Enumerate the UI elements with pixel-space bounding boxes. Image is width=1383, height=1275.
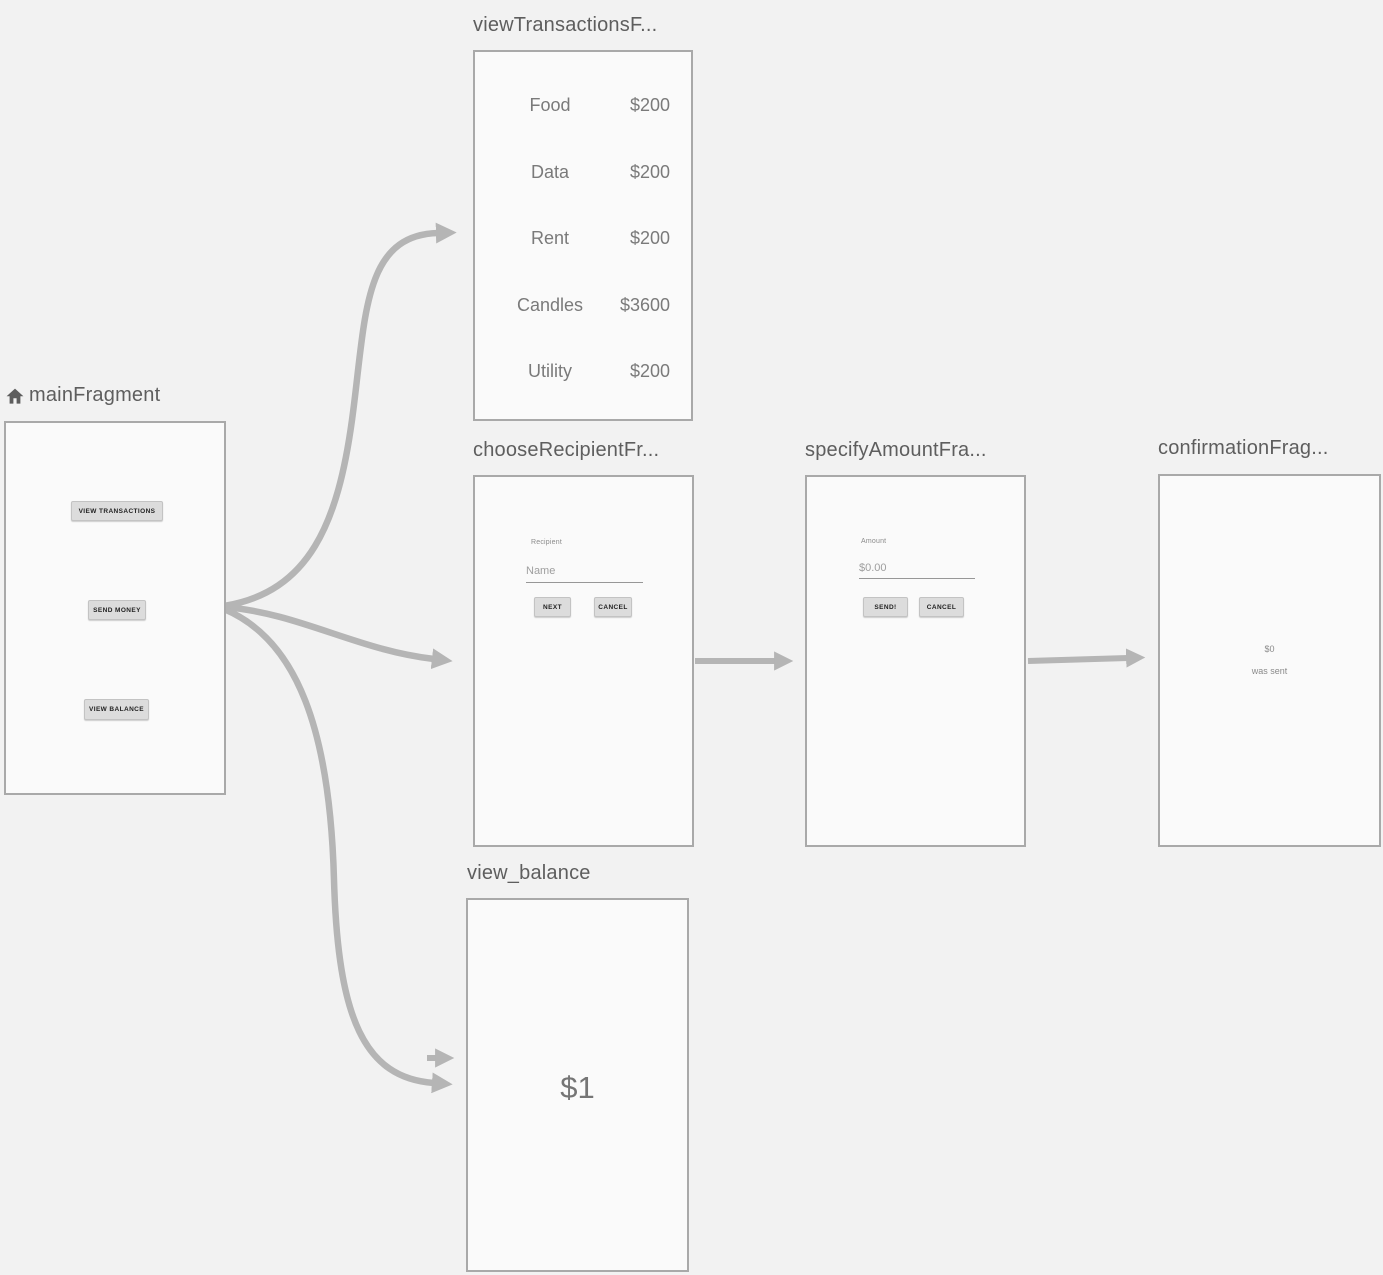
fragment-title-choose-recipient: chooseRecipientFr... xyxy=(473,439,659,462)
balance-value: $1 xyxy=(560,1070,595,1105)
transaction-row: Rent $200 xyxy=(475,228,691,250)
fragment-title-label: confirmationFrag... xyxy=(1158,437,1329,459)
transaction-label: Rent xyxy=(530,228,570,248)
send-button[interactable]: SEND! xyxy=(863,597,908,617)
recipient-name-input[interactable]: Name xyxy=(526,565,643,583)
fragment-card-main[interactable]: VIEW TRANSACTIONS SEND MONEY VIEW BALANC… xyxy=(4,421,226,795)
fragment-title-confirmation: confirmationFrag... xyxy=(1158,437,1329,460)
view-balance-button[interactable]: VIEW BALANCE xyxy=(84,699,149,720)
transaction-label: Utility xyxy=(528,361,572,381)
cancel-button[interactable]: CANCEL xyxy=(594,597,632,617)
fragment-card-choose-recipient[interactable]: Recipient Name NEXT CANCEL xyxy=(473,475,694,847)
transaction-amount: $200 xyxy=(629,162,670,182)
transaction-label: Food xyxy=(529,95,571,115)
confirmation-message: was sent xyxy=(1251,666,1288,676)
fragment-card-confirmation[interactable]: $0 was sent xyxy=(1158,474,1381,847)
fragment-card-specify-amount[interactable]: Amount $0.00 SEND! CANCEL xyxy=(805,475,1026,847)
amount-field-label: Amount xyxy=(861,538,887,545)
confirmation-amount: $0 xyxy=(1264,644,1275,654)
fragment-title-label: chooseRecipientFr... xyxy=(473,439,660,461)
action-main-to-view-balance[interactable] xyxy=(222,606,453,1094)
transaction-row: Utility $200 xyxy=(475,361,691,383)
fragment-title-view-balance: view_balance xyxy=(467,862,591,885)
transaction-amount: $200 xyxy=(629,361,670,381)
fragment-title-label: view_balance xyxy=(467,862,591,884)
action-main-to-choose-recipient[interactable] xyxy=(223,603,453,670)
recipient-field-label: Recipient xyxy=(531,539,562,546)
action-main-to-view-transactions[interactable] xyxy=(223,222,457,610)
fragment-card-view-balance[interactable]: $1 xyxy=(466,898,689,1272)
view-transactions-button[interactable]: VIEW TRANSACTIONS xyxy=(71,501,163,521)
transaction-label: Candles xyxy=(516,295,584,315)
transaction-row: Data $200 xyxy=(475,162,691,184)
next-button[interactable]: NEXT xyxy=(534,597,571,617)
amount-input[interactable]: $0.00 xyxy=(859,562,975,579)
transaction-amount: $200 xyxy=(629,95,670,115)
fragment-title-label: viewTransactionsF... xyxy=(473,14,658,36)
fragment-title-main: mainFragment xyxy=(5,384,160,407)
home-icon xyxy=(6,388,24,404)
fragment-title-specify-amount: specifyAmountFra... xyxy=(805,439,987,462)
transaction-label: Data xyxy=(530,162,570,182)
fragment-title-label: mainFragment xyxy=(29,384,161,406)
send-money-button[interactable]: SEND MONEY xyxy=(88,600,146,620)
transaction-amount: $3600 xyxy=(619,295,670,315)
transaction-row: Candles $3600 xyxy=(475,295,691,317)
transaction-amount: $200 xyxy=(629,228,670,248)
fragment-title-view-transactions: viewTransactionsF... xyxy=(473,14,657,37)
transaction-row: Food $200 xyxy=(475,95,691,117)
fragment-title-label: specifyAmountFra... xyxy=(805,439,987,461)
action-specify-amount-to-confirmation[interactable] xyxy=(1027,648,1146,668)
fragment-card-view-transactions[interactable]: Food $200 Data $200 Rent $200 Candles $3… xyxy=(473,50,693,421)
cancel-button[interactable]: CANCEL xyxy=(919,597,964,617)
